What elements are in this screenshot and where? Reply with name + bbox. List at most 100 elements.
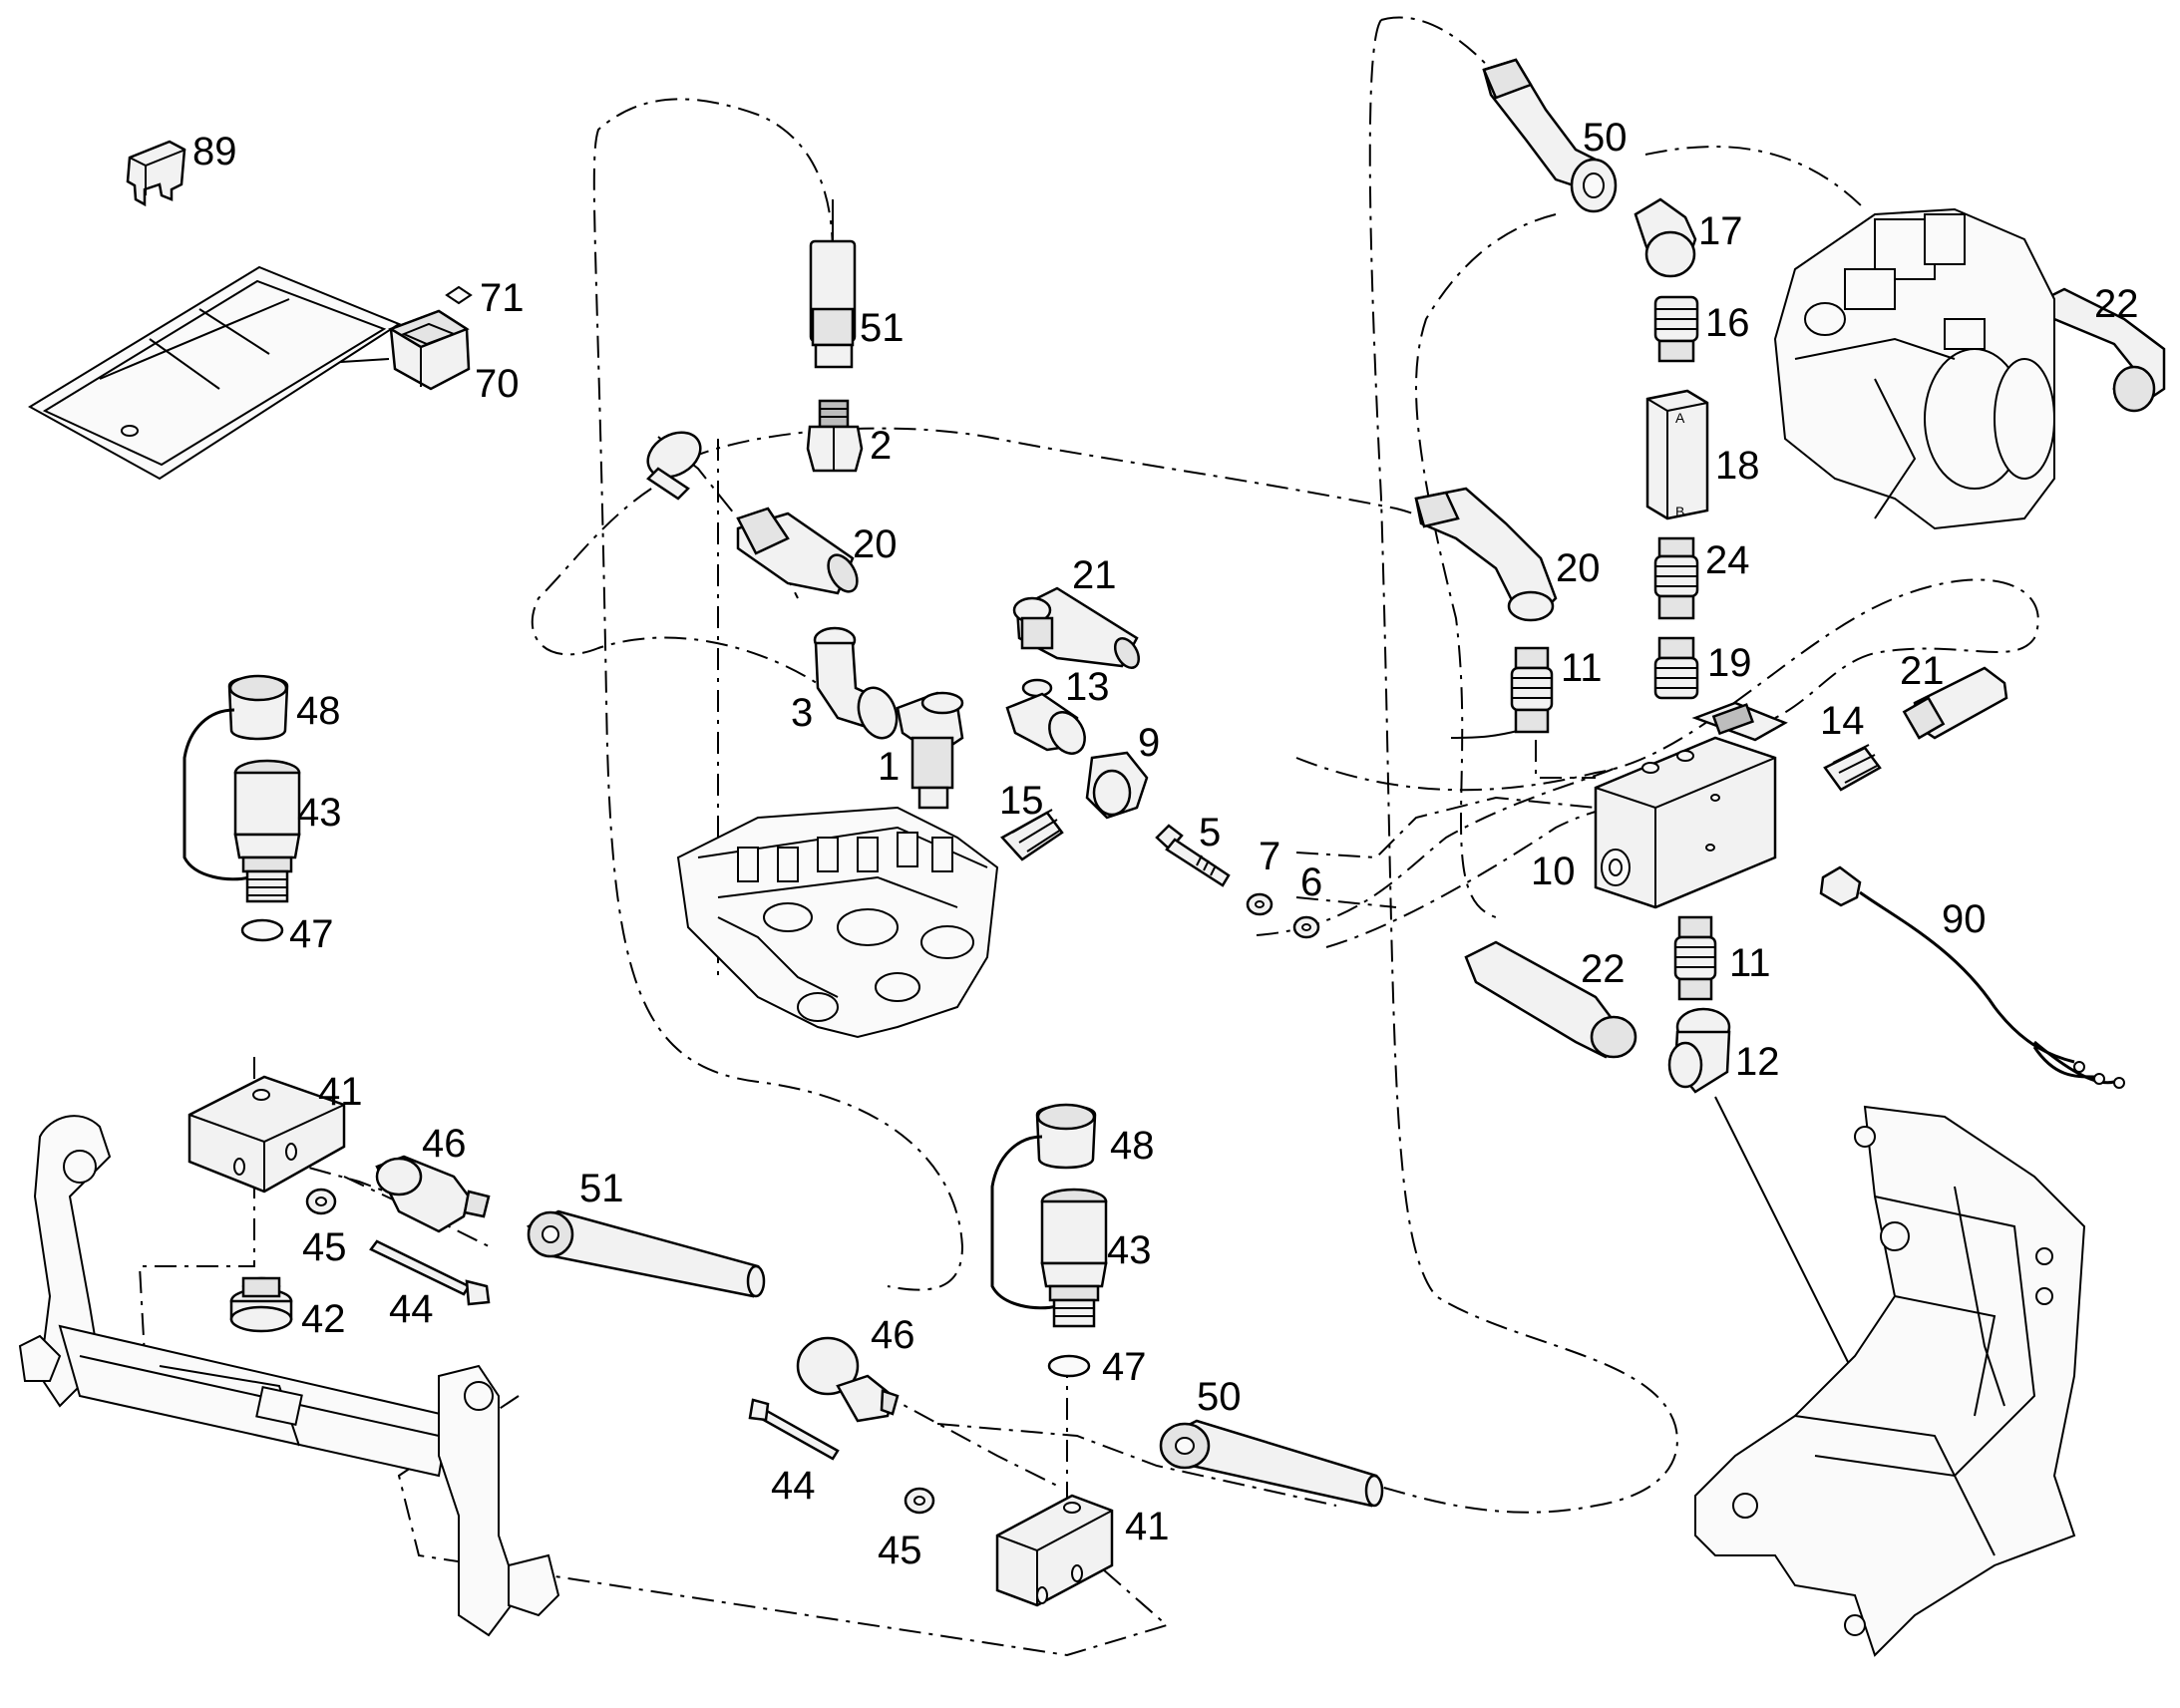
label-50-top: 50 xyxy=(1583,116,1628,160)
fitting-46-left xyxy=(375,1155,491,1233)
switch-70 xyxy=(388,309,471,391)
label-41-left: 41 xyxy=(318,1070,363,1114)
lift-frame xyxy=(18,1115,560,1637)
washer-45-right xyxy=(904,1487,935,1515)
elbow-9 xyxy=(1085,751,1149,820)
label-11-lower: 11 xyxy=(1729,941,1771,985)
label-11-upper: 11 xyxy=(1561,646,1603,690)
label-2: 2 xyxy=(870,424,892,468)
label-12: 12 xyxy=(1735,1040,1780,1084)
hose-22-upper xyxy=(2042,287,2166,413)
valve-mark-a: A xyxy=(1675,410,1685,426)
label-45-right: 45 xyxy=(878,1529,922,1572)
label-71: 71 xyxy=(480,276,525,320)
label-51-top: 51 xyxy=(860,306,905,350)
elbow-17 xyxy=(1634,197,1697,278)
label-15: 15 xyxy=(999,779,1044,823)
label-7: 7 xyxy=(1259,835,1280,878)
dash-panel xyxy=(28,265,402,481)
valve-block-10 xyxy=(1594,701,1788,909)
quick-coupler-43-right xyxy=(1040,1188,1108,1328)
hose-20-left xyxy=(646,431,859,595)
quick-coupler-43-left xyxy=(233,759,301,903)
label-22-upper: 22 xyxy=(2094,282,2139,326)
label-41-right: 41 xyxy=(1125,1505,1170,1548)
part-labels: 89 71 70 51 2 20 3 1 21 13 9 15 5 7 6 50… xyxy=(192,116,2139,1572)
label-14: 14 xyxy=(1820,699,1865,743)
fitting-46-right xyxy=(796,1336,900,1423)
label-17: 17 xyxy=(1698,209,1743,253)
label-10: 10 xyxy=(1531,850,1576,893)
switch-cap-71 xyxy=(445,285,473,305)
dust-cap-48-right xyxy=(990,1103,1097,1310)
label-43-right: 43 xyxy=(1107,1228,1152,1272)
block-41-left xyxy=(187,1075,346,1194)
label-47-right: 47 xyxy=(1102,1345,1147,1389)
label-20-left: 20 xyxy=(853,522,898,566)
dust-cap-48-left xyxy=(182,674,289,881)
label-48-left: 48 xyxy=(296,689,341,733)
label-21-top: 21 xyxy=(1072,553,1117,597)
hose-50-bottom xyxy=(1159,1419,1384,1508)
fitting-19 xyxy=(1653,636,1699,700)
o-ring-47-right xyxy=(1047,1354,1091,1378)
fitting-11-upper xyxy=(1510,646,1554,734)
label-89: 89 xyxy=(192,130,237,173)
label-90: 90 xyxy=(1942,897,1987,941)
label-46-left: 46 xyxy=(422,1122,467,1166)
bolt-44-left xyxy=(369,1239,491,1306)
block-41-right xyxy=(995,1494,1114,1607)
adapter-2 xyxy=(806,399,864,473)
loader-frame xyxy=(1694,1105,2086,1657)
label-24: 24 xyxy=(1705,538,1750,582)
fitting-14 xyxy=(1823,744,1882,792)
fitting-24 xyxy=(1653,536,1699,620)
washer-7 xyxy=(1246,892,1273,916)
washer-6 xyxy=(1292,915,1320,939)
elbow-12 xyxy=(1667,1007,1731,1094)
hose-21-top xyxy=(1012,586,1141,669)
label-50-bottom: 50 xyxy=(1197,1375,1242,1419)
label-44-left: 44 xyxy=(389,1287,434,1331)
label-47-left: 47 xyxy=(289,912,334,956)
fitting-11-lower xyxy=(1673,915,1717,1001)
fitting-15 xyxy=(1000,809,1064,861)
fuse-89 xyxy=(126,140,186,207)
plug-42 xyxy=(229,1276,293,1333)
label-18: 18 xyxy=(1715,444,1760,488)
label-13: 13 xyxy=(1065,665,1110,709)
check-valve-18: A B xyxy=(1645,389,1709,520)
label-5: 5 xyxy=(1199,811,1221,854)
label-44-right: 44 xyxy=(771,1464,816,1508)
label-19: 19 xyxy=(1707,641,1752,685)
label-3: 3 xyxy=(791,691,813,735)
cable-90 xyxy=(1819,865,2125,1089)
label-6: 6 xyxy=(1300,860,1322,904)
tee-13 xyxy=(1005,678,1086,755)
valve-mark-b: B xyxy=(1675,504,1684,519)
label-45-left: 45 xyxy=(302,1225,347,1269)
hose-21-right xyxy=(1902,666,2008,740)
hose-51-top xyxy=(809,199,857,369)
hose-20-right xyxy=(1414,487,1558,622)
label-43-left: 43 xyxy=(297,791,342,835)
o-ring-47-left xyxy=(240,918,284,942)
bolt-5 xyxy=(1155,824,1231,887)
bolt-44-right xyxy=(748,1398,840,1461)
elbow-3 xyxy=(813,626,899,740)
label-22-lower: 22 xyxy=(1581,947,1626,991)
label-16: 16 xyxy=(1705,301,1750,345)
hose-51-bottom xyxy=(527,1209,766,1298)
label-70: 70 xyxy=(475,362,520,406)
tee-1 xyxy=(896,691,964,810)
label-21-right: 21 xyxy=(1900,649,1945,693)
label-46-right: 46 xyxy=(871,1313,915,1357)
pump-assembly xyxy=(1773,207,2055,530)
washer-45-left xyxy=(305,1188,337,1215)
fitting-16 xyxy=(1653,295,1699,363)
label-48-right: 48 xyxy=(1110,1124,1155,1168)
label-51-bottom: 51 xyxy=(579,1167,624,1210)
hose-50-top xyxy=(1482,58,1618,213)
control-valve-block xyxy=(676,806,999,1039)
